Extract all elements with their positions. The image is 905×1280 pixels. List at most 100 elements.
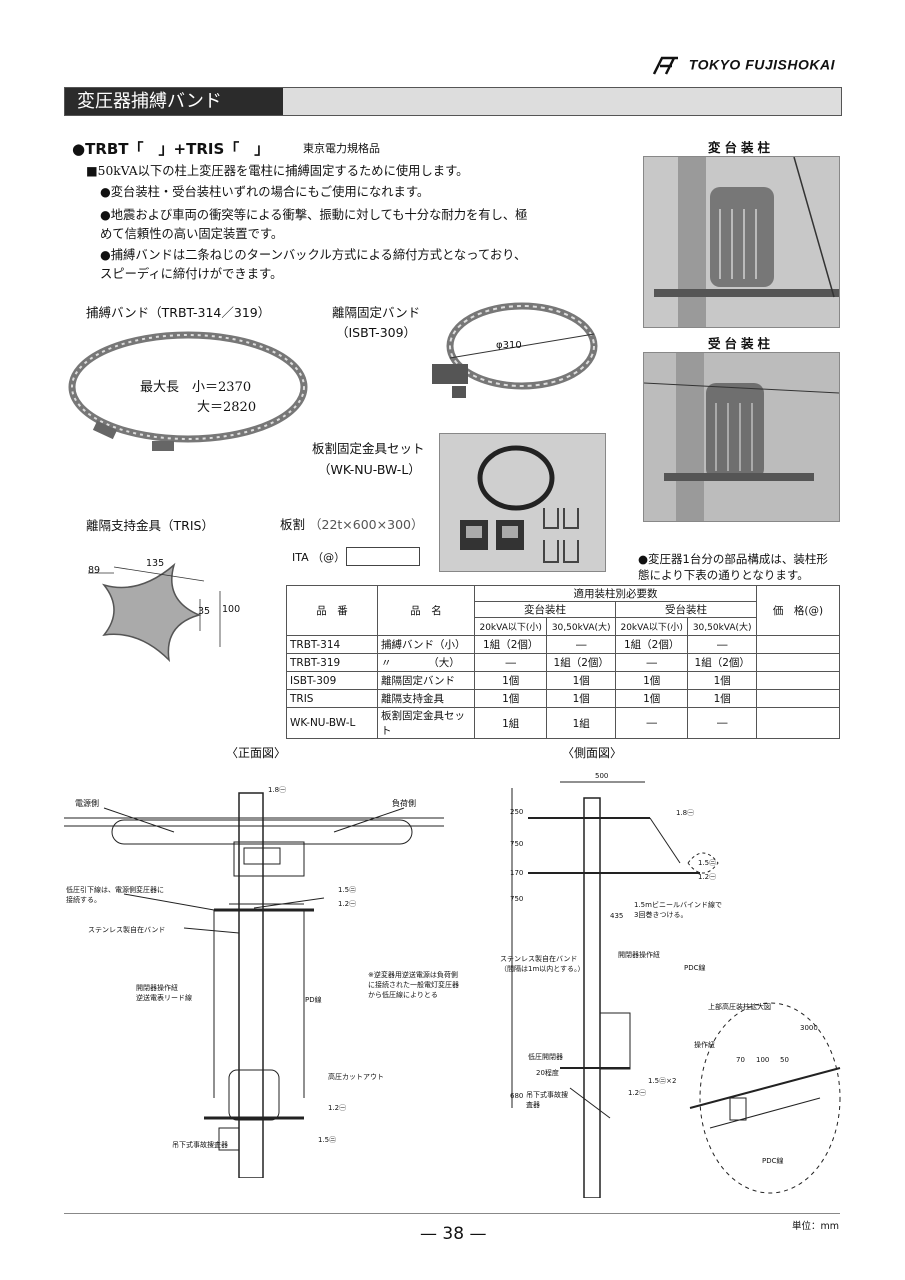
side-label-1-2: 1.2㊀: [698, 873, 717, 881]
row-value: 1組（2個）: [546, 653, 616, 672]
side-dim-680: 680: [510, 1092, 524, 1100]
row-value: 1個: [614, 671, 689, 690]
row-value: 1個: [546, 671, 616, 690]
row-value: ―: [687, 707, 757, 739]
table-subheader: 20kVA以下(小): [614, 617, 689, 636]
table-row: WK-NU-BW-L 板割固定金具セット 1組 1組 ― ―: [286, 707, 840, 739]
side-label-binding: 1.5mビニールバインド線で3回巻きつける。: [634, 901, 722, 919]
side-label-lv-switch: 低圧開閉器: [528, 1053, 563, 1061]
table-subheader: 30,50kVA(大): [546, 617, 616, 636]
front-label-cutout: 高圧カットアウト: [328, 1073, 384, 1081]
row-value: ―: [546, 635, 616, 654]
side-dim-750b: 750: [510, 895, 524, 903]
front-label-reverse-lead: 逆送電表リード線: [136, 994, 192, 1002]
front-label-reverse-note: ※逆変器用逆送電源は負荷側に接続された一般電灯変圧器から低圧線によりとる: [368, 971, 459, 999]
side-dim-170: 170: [510, 869, 524, 877]
brand-name: TOKYO FUJISHOKAI: [688, 56, 835, 73]
side-label-switch-cord: 開閉器操作紐: [618, 951, 660, 959]
table-row: ISBT-309 離隔固定バンド 1個 1個 1個 1個: [286, 671, 840, 690]
product-heading: ●TRBT「 」+TRIS「 」: [72, 140, 270, 158]
tris-dim-100: 100: [222, 604, 241, 615]
row-code: WK-NU-BW-L: [286, 707, 378, 739]
side-label-enlarge: 上部高圧装柱拡大図: [708, 1003, 771, 1011]
front-label-1-8: 1.8㊀: [268, 786, 287, 794]
side-label-detector: 吊下式事故捜査器: [526, 1091, 568, 1109]
table-header-code: 品 番: [286, 585, 378, 636]
tris-dim-89: 89: [88, 565, 101, 576]
wk-label-code: （WK-NU-BW-L）: [318, 462, 421, 477]
table-subheader: 20kVA以下(小): [473, 617, 548, 636]
description-point-2: ●地震および車両の衝突等による衝撃、振動に対しても十分な耐力を有し、極めて信頼性…: [100, 208, 528, 241]
front-drawing-title: 〈正面図〉: [226, 746, 287, 760]
row-price: [756, 635, 840, 654]
description-point-1: ●変台装柱・受台装柱いずれの場合にもご使用になれます。: [100, 185, 430, 199]
unit-note: 単位：mm: [791, 1221, 839, 1232]
row-value: 1個: [546, 689, 616, 708]
row-name: 捕縛バンド（小）: [377, 635, 475, 654]
side-label-pdc-b: PDC線: [762, 1157, 784, 1165]
table-header-required: 適用装柱別必要数: [474, 585, 757, 602]
spec-note: 東京電力規格品: [303, 142, 380, 155]
row-value: ―: [614, 653, 689, 672]
row-price: [756, 707, 840, 739]
row-value: 1個: [473, 689, 548, 708]
wk-parts-image: [460, 445, 579, 563]
band-length-title: 最大長: [140, 380, 180, 395]
side-label-1-5x2: 1.5㊁×2: [648, 1077, 677, 1085]
band-label: 捕縛バンド（TRBT-314／319）: [86, 305, 271, 320]
page-title-bar: 変圧器捕縛バンド: [64, 87, 842, 116]
description-point-3: ●捕縛バンドは二条ねじのターンバックル方式による締付方式となっており、スピーディ…: [100, 248, 527, 281]
tris-label: 離隔支持金具（TRIS）: [86, 518, 214, 533]
row-name: 〃 （大）: [377, 653, 475, 672]
side-dim-500: 500: [595, 772, 609, 780]
board-spec: （22t×600×300）: [309, 517, 424, 532]
side-drawing: [511, 781, 841, 1198]
tris-illustration: [88, 562, 221, 663]
row-value: 1組（2個）: [614, 635, 689, 654]
parts-table: 品 番 品 名 適用装柱別必要数 価 格(@) 変台装柱 受台装柱 20kVA以…: [286, 585, 840, 739]
front-label-1-2: 1.2㊀: [338, 900, 357, 908]
side-label-1-5: 1.5㊁: [698, 859, 717, 867]
board-label: 板割 （22t×600×300）: [280, 514, 423, 533]
row-code: TRBT-319: [286, 653, 378, 672]
table-row: TRBT-314 捕縛バンド（小） 1組（2個） ― 1組（2個） ―: [286, 635, 840, 654]
front-label-lv-lead: 低圧引下線は、電源側変圧器に接続する。: [66, 886, 164, 904]
photo-title-jutai: 受台装柱: [708, 336, 775, 351]
front-label-1-5b: 1.5㊁: [318, 1136, 337, 1144]
tris-dim-135: 135: [146, 558, 165, 569]
row-price: [756, 689, 840, 708]
side-dim-750: 750: [510, 840, 524, 848]
row-value: 1個: [614, 689, 689, 708]
tris-dim-35: 35: [198, 606, 211, 617]
isbt-dimension: φ310: [496, 340, 522, 351]
table-subheader: 30,50kVA(大): [687, 617, 757, 636]
side-dim-100: 100: [756, 1056, 770, 1064]
front-label-stainless-band: ステンレス製自在バンド: [88, 926, 166, 934]
row-value: 1個: [473, 671, 548, 690]
front-label-load-side: 負荷側: [392, 799, 416, 808]
table-row: TRBT-319 〃 （大） ― 1組（2個） ― 1組（2個）: [286, 653, 840, 672]
row-code: TRIS: [286, 689, 378, 708]
front-label-pd-line: PD線: [305, 996, 322, 1004]
brand-logo: TOKYO FUJISHOKAI: [652, 56, 835, 76]
side-dim-3000: 3000: [800, 1024, 818, 1032]
wk-label-name: 板割固定金具セット: [312, 441, 425, 456]
front-label-1-2b: 1.2㊀: [328, 1104, 347, 1112]
table-header-hentai: 変台装柱: [474, 601, 616, 618]
isbt-label-name: 離隔固定バンド: [332, 305, 421, 320]
row-value: 1組: [473, 707, 548, 739]
row-name: 板割固定金具セット: [377, 707, 475, 739]
row-name: 離隔固定バンド: [377, 671, 475, 690]
ita-label: ITA （@）: [292, 551, 346, 564]
side-dim-70: 70: [736, 1056, 745, 1064]
side-dim-50: 50: [780, 1056, 789, 1064]
row-value: 1組: [546, 707, 616, 739]
side-label-1-8: 1.8㊀: [676, 809, 695, 817]
band-length-note: 最大長 小＝2370 大＝2820: [140, 378, 256, 418]
hentai-pole-image: [644, 157, 839, 327]
table-row: TRIS 離隔支持金具 1個 1個 1個 1個: [286, 689, 840, 708]
row-value: ―: [473, 653, 548, 672]
row-value: 1組（2個）: [473, 635, 548, 654]
side-label-20: 20程度: [536, 1069, 559, 1077]
side-drawing-title: 〈側面図〉: [562, 746, 623, 760]
